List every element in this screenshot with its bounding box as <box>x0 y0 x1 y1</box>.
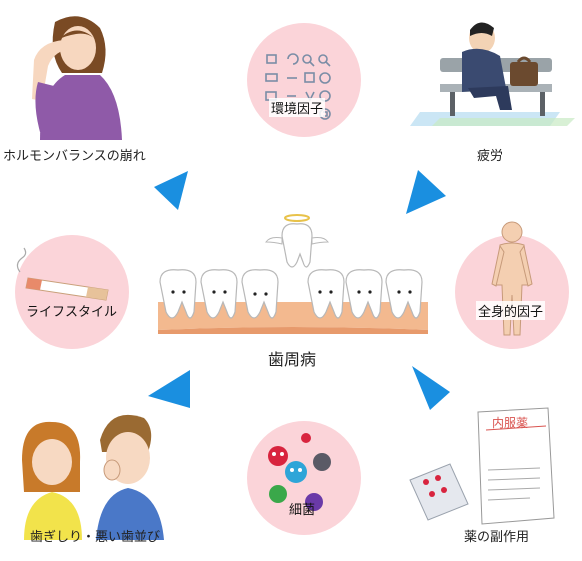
systemic-label: 全身的因子 <box>476 301 546 320</box>
grinding-label: 歯ぎしり・悪い歯並び <box>30 530 161 545</box>
medicine-label: 薬の副作用 <box>464 530 530 545</box>
hormone-woman-illustration <box>32 16 122 140</box>
cigarette-illustration <box>16 247 109 301</box>
toothache-people-illustration <box>22 414 164 540</box>
center-title: 歯周病 <box>268 350 317 369</box>
arrow-bottom-left <box>148 370 190 408</box>
environment-circle <box>247 23 361 137</box>
environment-label: 環境因子 <box>269 98 326 117</box>
medicine-illustration <box>409 407 555 525</box>
fatigue-label: 疲労 <box>477 149 504 164</box>
teeth-row-illustration <box>158 214 428 334</box>
fatigue-man-illustration <box>410 22 575 126</box>
bacteria-label: 細菌 <box>289 503 316 518</box>
arrow-bottom-right <box>412 366 450 410</box>
medicine-bag-title: 内服薬 <box>492 416 529 430</box>
bacteria-illustration <box>268 433 331 511</box>
lifestyle-label: ライフスタイル <box>26 305 118 320</box>
arrows <box>148 170 450 410</box>
arrow-top-left <box>154 171 188 210</box>
arrow-top-right <box>406 170 446 214</box>
hormone-label: ホルモンバランスの崩れ <box>3 149 146 164</box>
